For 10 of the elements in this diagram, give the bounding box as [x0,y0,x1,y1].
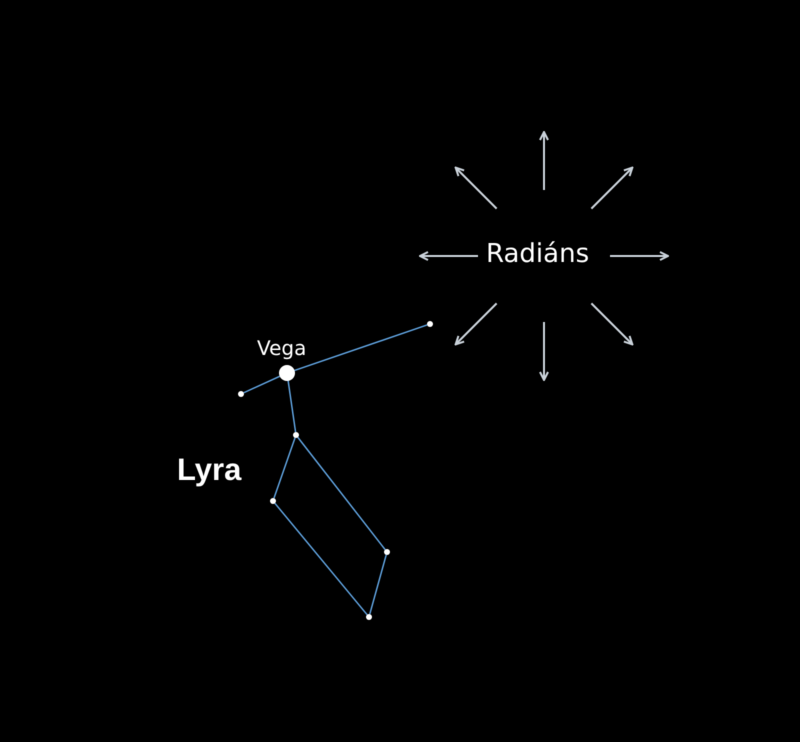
star-name: Vega [257,336,306,360]
constellation-line [287,380,296,432]
constellation-line [294,324,428,372]
constellation-line [369,554,387,614]
constellation-line [297,436,386,550]
constellation-line [243,376,280,394]
constellation-name: Lyra [177,452,242,488]
radiant-label: Radiáns [486,239,590,269]
constellation-line [273,438,296,498]
constellation-line [274,502,368,616]
